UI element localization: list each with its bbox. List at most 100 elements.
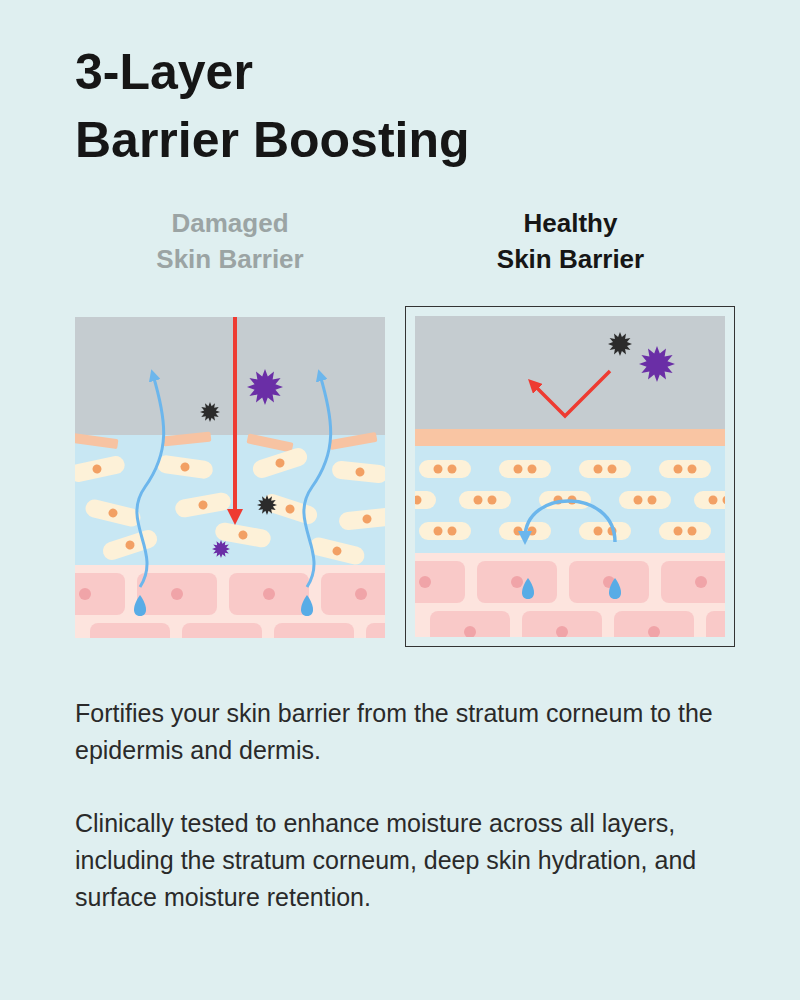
dermis-cell — [614, 611, 694, 637]
cell-dot — [594, 527, 603, 536]
cell-dot — [514, 465, 523, 474]
cell-dot — [608, 465, 617, 474]
cell-nucleus — [263, 588, 275, 600]
particle — [639, 346, 675, 382]
page-title: 3-Layer Barrier Boosting — [75, 38, 470, 174]
dermis-cell — [477, 561, 557, 603]
dermis-cell — [321, 573, 385, 615]
cell-body — [174, 491, 232, 518]
skin-cross-section — [75, 317, 385, 638]
dermis-cell — [569, 561, 649, 603]
epidermis-cell — [579, 522, 631, 540]
cell-dot — [434, 465, 443, 474]
dermis-cell — [430, 611, 510, 637]
cell-dot — [674, 527, 683, 536]
cell-body — [251, 446, 310, 480]
cell-dot — [108, 508, 119, 519]
epidermis-cell — [308, 535, 367, 566]
irritant-entry-arrow — [233, 317, 237, 517]
air-layer — [415, 316, 725, 429]
water-drop — [301, 595, 313, 616]
dermis-cell — [661, 561, 725, 603]
cell-dot — [709, 496, 718, 505]
cell-nucleus — [464, 626, 476, 637]
dermis-cell — [366, 623, 385, 638]
cell-nucleus — [648, 626, 660, 637]
cell-nucleus — [419, 576, 431, 588]
cell-dot — [723, 496, 726, 505]
epidermis-cell — [331, 460, 385, 484]
cell-dot — [634, 496, 643, 505]
dermis-cell — [90, 623, 170, 638]
irritant-deflect-arrow — [533, 371, 610, 416]
cell-body — [619, 491, 671, 509]
cell-dot — [180, 462, 190, 472]
skin-cross-section — [415, 316, 725, 637]
epidermis-cell — [156, 454, 214, 480]
cell-body — [101, 528, 160, 562]
cell-dot — [124, 539, 135, 550]
epidermis-cell — [84, 497, 143, 528]
water-drop — [522, 578, 534, 599]
cell-body — [694, 491, 725, 509]
moisture-retention-arrow — [525, 501, 615, 542]
cell-body — [338, 507, 385, 531]
cell-dot — [92, 464, 103, 475]
cell-body — [415, 491, 436, 509]
dermis-cell — [415, 561, 465, 603]
dermis-cell — [522, 611, 602, 637]
cell-body — [331, 460, 385, 484]
particle — [247, 369, 283, 405]
cell-dot — [528, 465, 537, 474]
epidermis-cell — [659, 460, 711, 478]
cell-dot — [688, 527, 697, 536]
cell-dot — [688, 465, 697, 474]
cell-body — [419, 522, 471, 540]
particle — [608, 332, 632, 356]
cell-dot — [528, 527, 537, 536]
panel-node: Healthy Skin Barrier — [405, 205, 736, 649]
moisture-loss-arrow — [304, 375, 331, 587]
epidermis-cell — [419, 522, 471, 540]
particle — [212, 540, 230, 558]
intact-barrier-band — [415, 429, 725, 446]
epidermis-cell — [75, 454, 126, 483]
epidermis-cell — [415, 491, 436, 509]
cell-dot — [332, 546, 343, 557]
illustration-panel — [405, 306, 735, 647]
cell-dot — [355, 467, 365, 477]
epidermis-cell — [338, 507, 385, 531]
cell-dot — [415, 496, 422, 505]
cell-dot — [674, 465, 683, 474]
particle — [200, 402, 220, 422]
cell-dot — [594, 465, 603, 474]
epidermis-cell — [459, 491, 511, 509]
cell-dot — [274, 457, 285, 468]
dermis-cell — [706, 611, 725, 637]
cell-nucleus — [355, 588, 367, 600]
broken-barrier-flake — [163, 432, 212, 447]
water-drop — [134, 595, 146, 616]
cell-body — [659, 460, 711, 478]
air-layer — [75, 317, 385, 435]
cell-dot — [198, 500, 208, 510]
cell-nucleus — [79, 588, 91, 600]
epidermis-cell — [419, 460, 471, 478]
cell-nucleus — [556, 626, 568, 637]
epidermis-cell — [659, 522, 711, 540]
cell-dot — [474, 496, 483, 505]
panel-heading: Damaged Skin Barrier — [154, 205, 306, 277]
dermis-cell — [274, 623, 354, 638]
cell-dot — [514, 527, 523, 536]
moisture-loss-arrow — [137, 375, 164, 587]
epidermis-cell — [619, 491, 671, 509]
epidermis-cell — [251, 446, 310, 480]
epidermis-cell — [174, 491, 232, 518]
cell-nucleus — [511, 576, 523, 588]
epidermis-cell — [499, 460, 551, 478]
cell-dot — [362, 514, 372, 524]
cell-body — [579, 522, 631, 540]
broken-barrier-flake — [246, 433, 293, 452]
dermis-cell — [137, 573, 217, 615]
cell-body — [84, 497, 143, 528]
